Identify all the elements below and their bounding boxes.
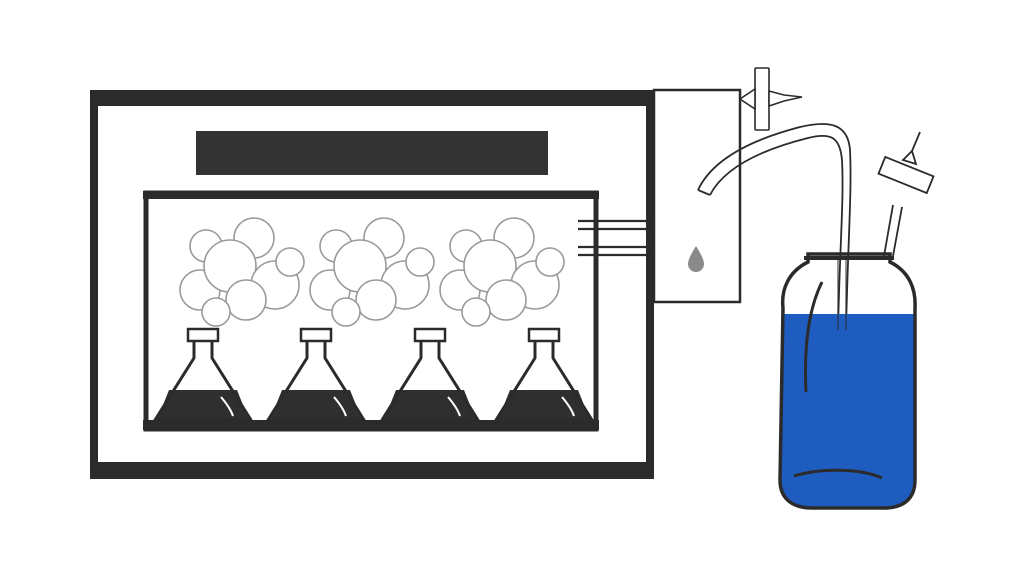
flask-body xyxy=(494,340,594,422)
bottle-inner-tube xyxy=(837,258,847,330)
flask-lip xyxy=(299,327,333,343)
vapor-pipe xyxy=(578,219,656,257)
condenser-unit xyxy=(652,88,742,304)
flask xyxy=(380,327,480,422)
flask-liquid xyxy=(498,390,590,420)
flask-liquid xyxy=(384,390,476,420)
vent-filter-fitting xyxy=(877,131,935,257)
drain-tube xyxy=(697,123,852,331)
chamber-floor xyxy=(143,420,599,430)
flask-liquid xyxy=(157,390,249,420)
vapor-puff xyxy=(405,247,435,277)
vacuum-valve-fitting xyxy=(738,67,803,131)
bottle-outline xyxy=(778,252,917,510)
flask-lip xyxy=(186,327,220,343)
flask-shine xyxy=(333,396,347,417)
collection-bottle xyxy=(778,252,917,510)
flask-lip xyxy=(413,327,447,343)
cabinet-top-bar xyxy=(90,90,654,106)
vapor-puff xyxy=(461,297,491,327)
vapor-puff xyxy=(355,279,397,321)
chamber-top-edge xyxy=(143,191,599,199)
vapor-clouds xyxy=(179,217,565,327)
flask-body xyxy=(266,340,366,422)
cabinet-bottom-bar xyxy=(90,462,654,478)
flask-shine xyxy=(561,396,575,417)
vapor-puff xyxy=(485,279,527,321)
flask xyxy=(153,327,253,422)
flask-lip xyxy=(527,327,561,343)
vapor-puff xyxy=(331,297,361,327)
bottle-highlight-bottom xyxy=(793,468,883,480)
droplet-icon xyxy=(688,246,704,272)
flask xyxy=(494,327,594,422)
flask-liquid xyxy=(270,390,362,420)
flask-body xyxy=(380,340,480,422)
bottle-highlight-left xyxy=(804,281,824,393)
flask xyxy=(266,327,366,422)
vapor-puff xyxy=(535,247,565,277)
vapor-puff xyxy=(275,247,305,277)
flask-shine xyxy=(220,396,234,417)
vapor-cloud xyxy=(309,217,435,327)
vapor-cloud xyxy=(179,217,305,327)
vapor-puff xyxy=(225,279,267,321)
vapor-cloud xyxy=(439,217,565,327)
flask-shine xyxy=(447,396,461,417)
bottle-liquid xyxy=(780,314,916,508)
drying-chamber xyxy=(143,190,599,432)
vapor-puff xyxy=(201,297,231,327)
flask-group xyxy=(153,327,594,422)
display-panel xyxy=(196,131,548,175)
flask-body xyxy=(153,340,253,422)
